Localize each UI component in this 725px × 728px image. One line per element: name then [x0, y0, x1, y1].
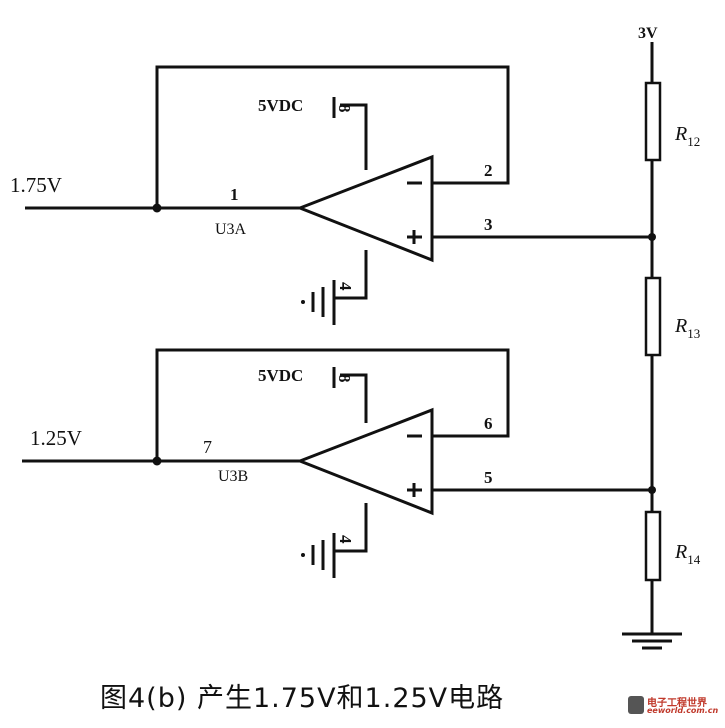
svg-text:8: 8 — [335, 374, 354, 383]
svg-text:4: 4 — [336, 535, 355, 544]
figure-caption: 图4(b) 产生1.75V和1.25V电路 — [100, 683, 505, 714]
input-2-label: 1.25V — [30, 426, 82, 450]
r12-label: R12 — [674, 123, 700, 149]
svg-text:4: 4 — [336, 282, 355, 291]
svg-text:5: 5 — [484, 468, 493, 487]
svg-text:5VDC: 5VDC — [258, 366, 303, 385]
supply-label: 3V — [638, 25, 658, 42]
r13-label: R13 — [674, 315, 700, 341]
resistor-r12 — [644, 81, 662, 162]
opamp-u3b — [22, 348, 652, 578]
svg-text:5VDC: 5VDC — [258, 96, 303, 115]
opamp-u3a — [25, 65, 652, 325]
svg-text:8: 8 — [335, 104, 354, 113]
svg-text:6: 6 — [484, 414, 493, 433]
svg-text:3: 3 — [484, 215, 493, 234]
ground-icon — [622, 632, 682, 650]
u3a-label: U3A — [215, 221, 247, 238]
svg-text:1: 1 — [230, 185, 239, 204]
input-1-label: 1.75V — [10, 173, 62, 197]
u3b-label: U3B — [218, 468, 248, 485]
r14-label: R14 — [674, 541, 701, 567]
resistor-r14 — [644, 510, 662, 582]
resistor-r13 — [644, 276, 662, 357]
watermark-logo: 电子工程世界 eeworld.com.cn — [628, 694, 723, 724]
svg-text:7: 7 — [203, 437, 212, 457]
svg-text:2: 2 — [484, 161, 493, 180]
